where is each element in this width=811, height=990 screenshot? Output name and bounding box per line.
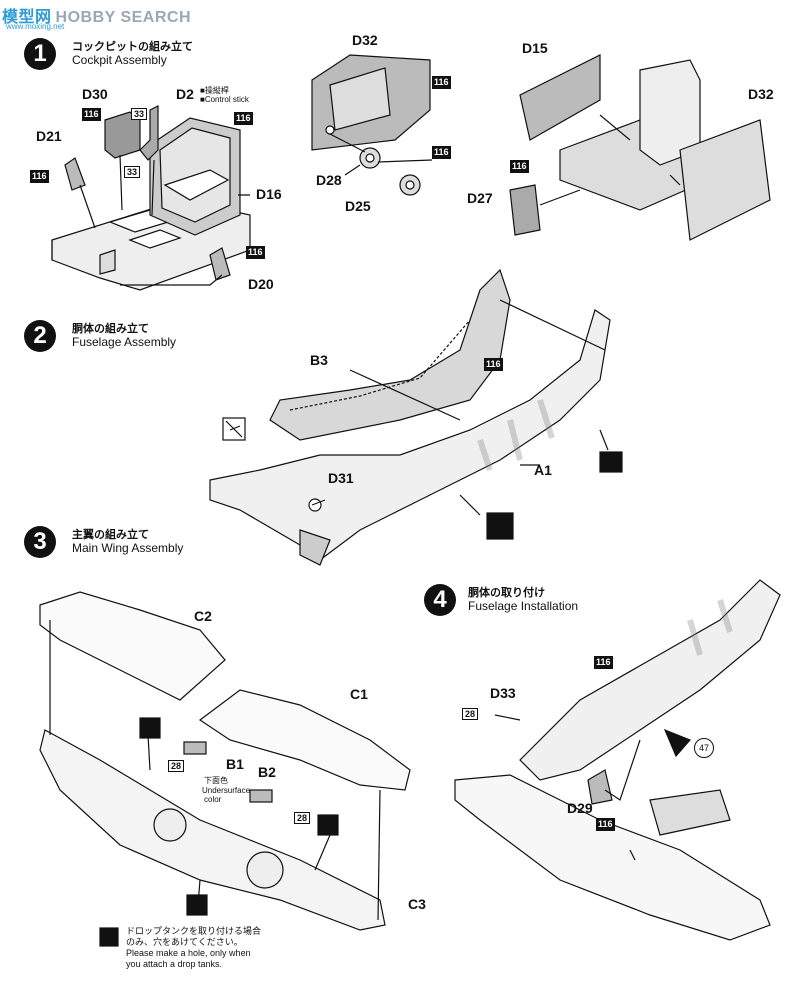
part-label-d27: D27 [467, 190, 493, 206]
paint-47-badge: 47 [694, 738, 714, 758]
control-stick-en: ■Control stick [200, 95, 249, 104]
paint-116-d32: 116 [432, 76, 451, 89]
watermark-url: www.moxing.net [6, 22, 65, 31]
paint-28-d33: 28 [462, 708, 479, 720]
step-2-number: 2 [24, 320, 56, 352]
undersurface-en2: color [204, 795, 222, 804]
control-stick-jp: ■操縦桿 [200, 86, 229, 95]
wing-c1-drawing [198, 689, 411, 791]
part-label-d20: D20 [248, 276, 274, 292]
part-label-a1: A1 [534, 462, 552, 478]
step-1-title-jp: コックピットの組み立て [72, 41, 193, 53]
part-label-d21: D21 [36, 128, 62, 144]
step-3-number: 3 [24, 526, 56, 558]
part-label-d28: D28 [316, 172, 342, 188]
part-label-d29: D29 [567, 800, 593, 816]
step-1-title-en: Cockpit Assembly [72, 53, 167, 67]
step-3-title-jp: 主翼の組み立て [72, 529, 149, 541]
paint-28-b1: 28 [168, 760, 185, 772]
cockpit-tub-drawing [509, 54, 771, 241]
paint-116-d21: 116 [30, 170, 49, 183]
paint-116-d20: 116 [246, 246, 265, 259]
paint-116-fuselage: 116 [484, 358, 503, 371]
part-label-d25: D25 [345, 198, 371, 214]
part-label-d32-b: D32 [748, 86, 774, 102]
paint-33-d2-b: 33 [124, 166, 141, 178]
step-4-title-jp: 胴体の取り付け [468, 587, 545, 599]
part-label-c1: C1 [350, 686, 368, 702]
part-label-d16: D16 [256, 186, 282, 202]
undersurface-en1: Undersurface [202, 786, 251, 795]
part-label-d32-a: D32 [352, 32, 378, 48]
watermark-cn: 模型网 [2, 9, 52, 26]
fuselage-b3-drawing [269, 268, 511, 441]
paint-116-d16: 116 [234, 112, 253, 125]
step-2-title-en: Fuselage Assembly [72, 335, 177, 349]
drop-tank-note-en1: Please make a hole, only when [126, 948, 251, 958]
part-label-c2: C2 [194, 608, 212, 624]
wing-c3-drawing [39, 729, 386, 931]
paint-116-install-fuselage: 116 [594, 656, 613, 669]
watermark-text: HOBBY SEARCH [55, 9, 192, 26]
drop-tank-note-jp1: ドロップタンクを取り付ける場合 [126, 926, 262, 936]
step-2-title-jp: 胴体の組み立て [72, 323, 149, 335]
part-label-d15: D15 [522, 40, 548, 56]
step-3-title-en: Main Wing Assembly [72, 541, 184, 555]
part-label-d31: D31 [328, 470, 354, 486]
paint-28-b2: 28 [294, 812, 311, 824]
drop-tank-note-en2: you attach a drop tanks. [126, 959, 223, 969]
part-label-d30: D30 [82, 86, 108, 102]
seat-d16-drawing [149, 117, 241, 236]
part-label-b2: B2 [258, 764, 276, 780]
paint-116-d27: 116 [510, 160, 529, 173]
drop-tank-note-jp2: のみ、穴をあけてください。 [126, 937, 243, 947]
part-label-b3: B3 [310, 352, 328, 368]
paint-33-d2: 33 [131, 108, 148, 120]
paint-116-d29: 116 [596, 818, 615, 831]
fuselage-a1-drawing [209, 309, 611, 566]
step-1-number: 1 [24, 38, 56, 70]
panel-d32-drawing [311, 54, 431, 151]
wing-install-drawing [454, 774, 771, 941]
part-label-d2: D2 [176, 86, 194, 102]
part-label-b1: B1 [226, 756, 244, 772]
paint-116-d30: 116 [82, 108, 101, 121]
step-4-title-en: Fuselage Installation [468, 599, 579, 613]
fuselage-install-drawing [519, 579, 781, 781]
part-label-d33: D33 [490, 685, 516, 701]
undersurface-jp: 下面色 [204, 776, 228, 785]
part-label-c3: C3 [408, 896, 426, 912]
step-4-number: 4 [424, 584, 456, 616]
paint-116-wheel: 116 [432, 146, 451, 159]
